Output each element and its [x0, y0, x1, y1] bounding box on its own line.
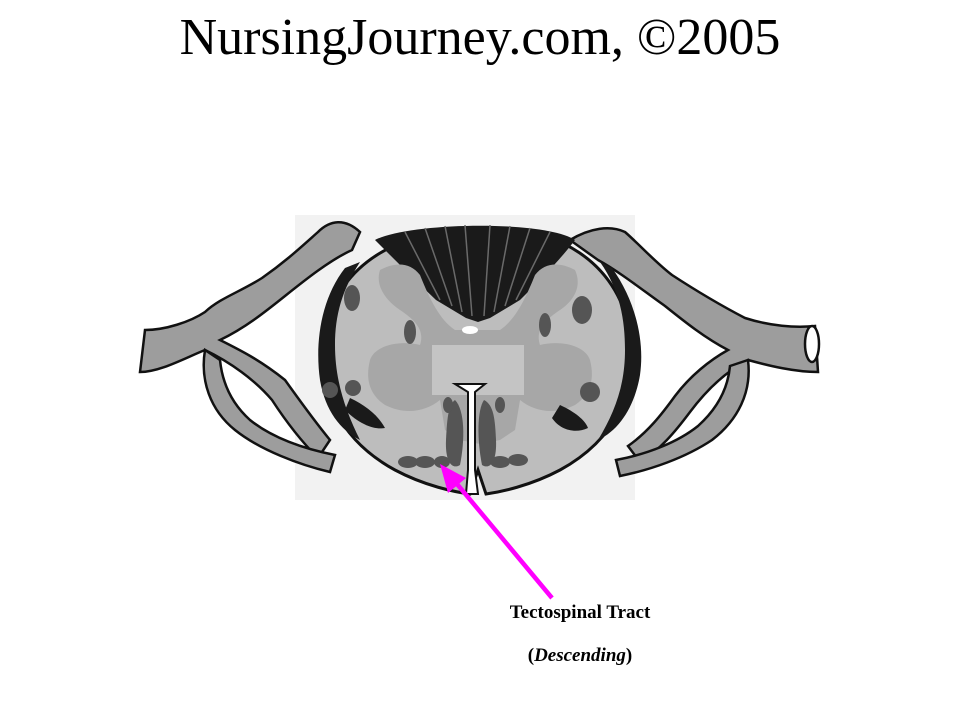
tectospinal-tract-regions	[398, 454, 528, 468]
right-nerve-cut-end	[803, 324, 821, 364]
tract-direction-label: (Descending)	[380, 645, 780, 667]
direction-text: Descending	[534, 645, 626, 666]
dorsal-column-lines	[404, 224, 551, 317]
right-lateral-dark-band	[598, 262, 642, 440]
right-anterior-column	[478, 400, 497, 467]
pointer-arrow	[440, 464, 554, 600]
central-canal	[462, 326, 478, 334]
left-anterior-column	[445, 400, 464, 467]
page-title: NursingJourney.com, ©2005	[179, 9, 781, 66]
anterior-median-fissure	[451, 383, 488, 495]
ventral-lateral-tracts	[345, 398, 588, 431]
tract-name-label: Tectospinal Tract	[509, 602, 651, 623]
left-lower-branch	[202, 347, 337, 474]
right-nerve-root	[567, 227, 820, 464]
small-tracts	[322, 285, 600, 413]
open-paren: (	[527, 645, 535, 666]
dorsal-columns	[375, 225, 575, 322]
left-nerve-root	[138, 221, 362, 460]
right-lower-branch	[614, 358, 750, 478]
close-paren: )	[625, 645, 633, 666]
